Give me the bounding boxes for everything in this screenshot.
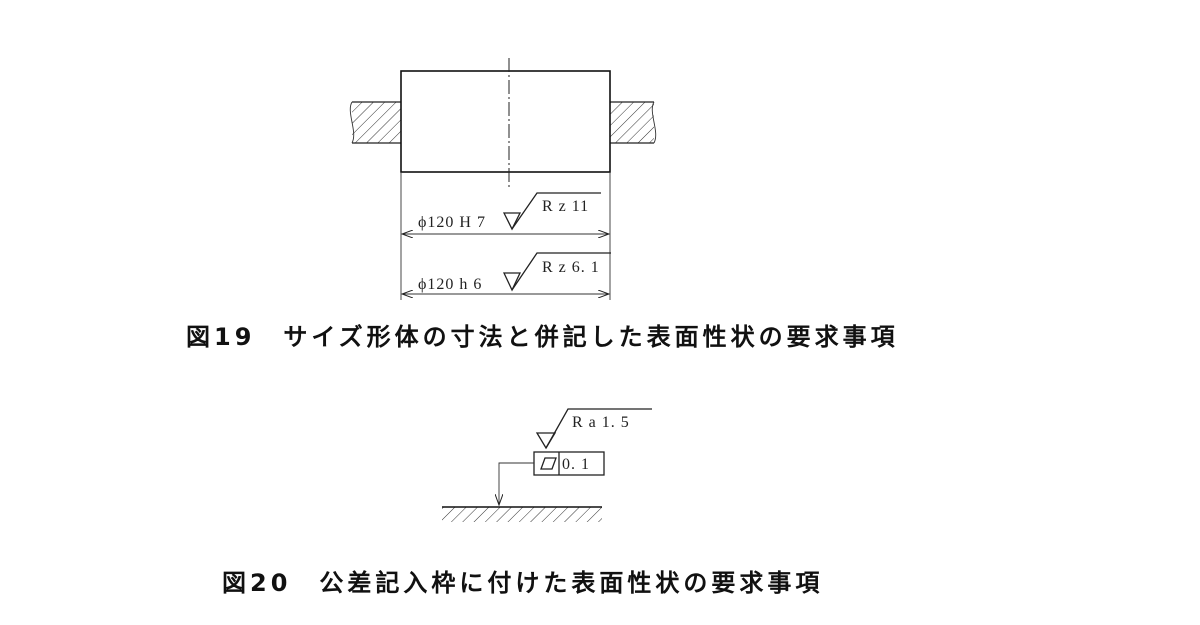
- tolerance-value-text: 0. 1: [562, 456, 590, 473]
- right-housing-section: [610, 101, 657, 144]
- roughness-hole-text: R z 11: [542, 198, 589, 215]
- surface-texture-symbol-shaft: [502, 252, 611, 292]
- figure-19: ϕ120 H 7 R z 11 ϕ120 h 6 R z 6. 1 図19 サイ…: [186, 58, 899, 351]
- left-housing-section: [349, 101, 401, 144]
- figure-20: R a 1. 5 0. 1 図20 公差記入枠に付けた表面性状の要求事項: [222, 408, 823, 597]
- roughness-shaft-text: R z 6. 1: [542, 259, 600, 276]
- tolerance-frame: [533, 451, 605, 476]
- surface-texture-symbol-hole: [502, 192, 601, 231]
- roughness-text: R a 1. 5: [572, 414, 630, 431]
- figure-20-caption: 図20 公差記入枠に付けた表面性状の要求事項: [222, 569, 823, 597]
- figure-19-caption: 図19 サイズ形体の寸法と併記した表面性状の要求事項: [186, 323, 899, 351]
- dimension-shaft-text: ϕ120 h 6: [418, 276, 482, 293]
- leader-line: [499, 462, 534, 505]
- surface-texture-symbol: [535, 408, 652, 450]
- dimension-hole-text: ϕ120 H 7: [418, 214, 486, 231]
- hatched-surface: [442, 506, 602, 522]
- flatness-icon: [540, 457, 557, 470]
- shaft-body: [400, 70, 611, 173]
